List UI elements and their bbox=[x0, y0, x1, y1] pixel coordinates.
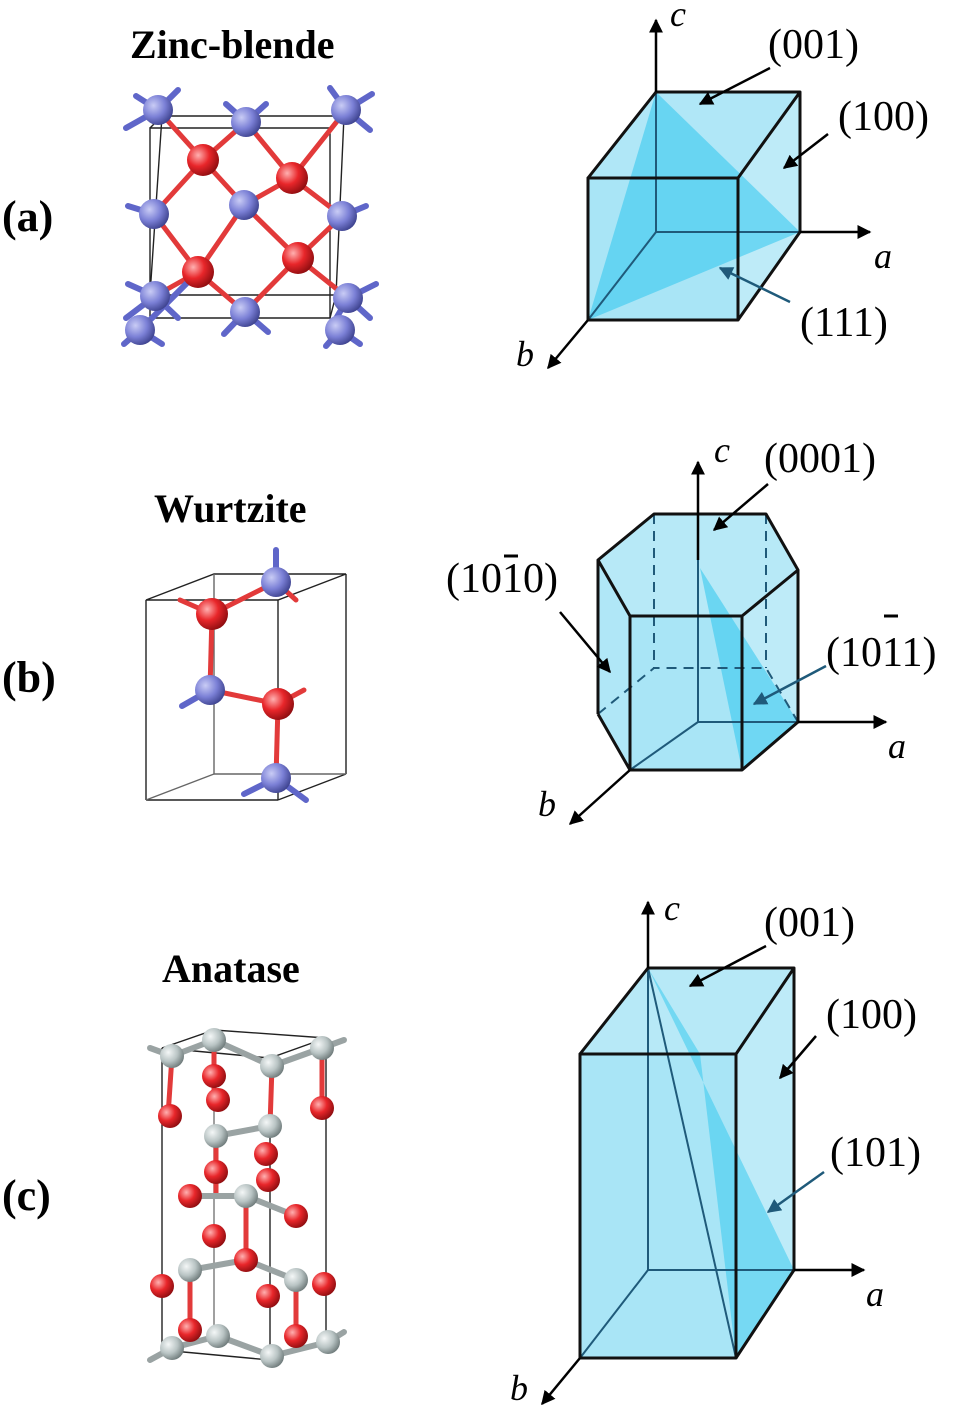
plane-10-11 bbox=[700, 568, 798, 770]
structure-title: Wurtzite bbox=[154, 486, 307, 531]
atom-o bbox=[262, 688, 294, 720]
atom-s bbox=[282, 242, 314, 274]
atom-o bbox=[284, 1204, 308, 1228]
atom-o bbox=[158, 1104, 182, 1128]
panel-label: (b) bbox=[2, 653, 56, 702]
atom-zn bbox=[195, 675, 225, 705]
axis-b-label: b bbox=[516, 334, 534, 374]
structure-title: Zinc-blende bbox=[130, 22, 334, 67]
svg-text:(1011): (1011) bbox=[826, 630, 936, 676]
axes: c a b bbox=[516, 0, 892, 374]
axis-b-label: b bbox=[510, 1368, 528, 1408]
panel-c: (c) Anatase bbox=[2, 888, 921, 1408]
axis-c-label: c bbox=[714, 430, 730, 470]
atoms bbox=[195, 567, 294, 793]
plane-111 bbox=[588, 92, 800, 320]
face-label-001: (001) bbox=[768, 22, 859, 68]
atom-zn bbox=[331, 95, 361, 125]
atom-zn bbox=[231, 107, 261, 137]
atom-ti bbox=[178, 1258, 202, 1282]
axis-a-label: a bbox=[874, 236, 892, 276]
atom-o bbox=[202, 1064, 226, 1088]
atoms bbox=[150, 1028, 340, 1368]
atom-ti bbox=[204, 1124, 228, 1148]
axes: c a b bbox=[510, 888, 884, 1408]
atom-o bbox=[178, 1318, 202, 1342]
plane-101 bbox=[648, 968, 794, 1358]
face-label-100: (100) bbox=[838, 94, 929, 140]
atom-zn bbox=[229, 190, 259, 220]
atom-o bbox=[196, 598, 228, 630]
anatase-structure bbox=[147, 1028, 347, 1368]
atom-ti bbox=[234, 1184, 258, 1208]
atom-o bbox=[256, 1168, 280, 1192]
structure-title: Anatase bbox=[162, 946, 300, 991]
svg-text:(1010): (1010) bbox=[446, 556, 558, 602]
atom-zn bbox=[230, 297, 260, 327]
hexagonal-crystal bbox=[596, 512, 800, 772]
atom-o bbox=[206, 1088, 230, 1112]
atoms bbox=[125, 95, 363, 345]
panel-a: (a) Zinc-blende bbox=[2, 0, 929, 374]
atom-ti bbox=[160, 1044, 184, 1068]
face-label-101: (101) bbox=[830, 1130, 921, 1176]
atom-zn bbox=[261, 567, 291, 597]
atom-zn bbox=[143, 95, 173, 125]
atom-o bbox=[256, 1284, 280, 1308]
atom-zn bbox=[261, 763, 291, 793]
atom-o bbox=[234, 1248, 258, 1272]
atom-zn bbox=[125, 315, 155, 345]
atom-o bbox=[310, 1096, 334, 1120]
atom-ti bbox=[260, 1054, 284, 1078]
atom-o bbox=[150, 1274, 174, 1298]
atom-o bbox=[284, 1324, 308, 1348]
atom-ti bbox=[310, 1036, 334, 1060]
atom-ti bbox=[206, 1324, 230, 1348]
atom-ti bbox=[284, 1268, 308, 1292]
face-label-10-10: (1010) bbox=[446, 554, 558, 602]
atom-s bbox=[276, 162, 308, 194]
atom-zn bbox=[327, 201, 357, 231]
atom-ti bbox=[258, 1114, 282, 1138]
atom-o bbox=[204, 1160, 228, 1184]
face-label-0001: (0001) bbox=[764, 436, 876, 482]
atom-zn bbox=[333, 283, 363, 313]
wurtzite-structure bbox=[145, 547, 347, 803]
axis-a-label: a bbox=[866, 1274, 884, 1314]
panel-b: (b) Wurtzite bbox=[2, 430, 936, 825]
atom-o bbox=[202, 1224, 226, 1248]
face-labels: (001) (100) (111) bbox=[698, 22, 929, 346]
face-label-10-11: (1011) bbox=[826, 614, 936, 676]
panel-label: (c) bbox=[2, 1171, 51, 1220]
axis-c-label: c bbox=[664, 888, 680, 928]
face-labels: (001) (100) (101) bbox=[688, 900, 921, 1214]
atom-s bbox=[187, 144, 219, 176]
atom-ti bbox=[202, 1028, 226, 1052]
atom-o bbox=[254, 1142, 278, 1166]
cubic-crystal bbox=[586, 90, 802, 322]
axes: c a b bbox=[538, 430, 906, 825]
axis-b-label: b bbox=[538, 784, 556, 824]
atom-zn bbox=[140, 281, 170, 311]
face-label-100: (100) bbox=[826, 992, 917, 1038]
atom-zn bbox=[139, 199, 169, 229]
face-label-111: (111) bbox=[800, 300, 888, 346]
face-labels: (0001) (1010) (1011) bbox=[446, 436, 936, 706]
zinc-blende-structure bbox=[121, 85, 379, 349]
atom-zn bbox=[325, 315, 355, 345]
atom-ti bbox=[160, 1336, 184, 1360]
atom-ti bbox=[260, 1344, 284, 1368]
atom-o bbox=[178, 1184, 202, 1208]
tetragonal-crystal bbox=[578, 966, 796, 1360]
atom-o bbox=[312, 1272, 336, 1296]
axis-c-label: c bbox=[670, 0, 686, 34]
face-label-001: (001) bbox=[764, 900, 855, 946]
atom-ti bbox=[316, 1330, 340, 1354]
axis-a-label: a bbox=[888, 726, 906, 766]
panel-label: (a) bbox=[2, 192, 53, 241]
atom-s bbox=[182, 256, 214, 288]
